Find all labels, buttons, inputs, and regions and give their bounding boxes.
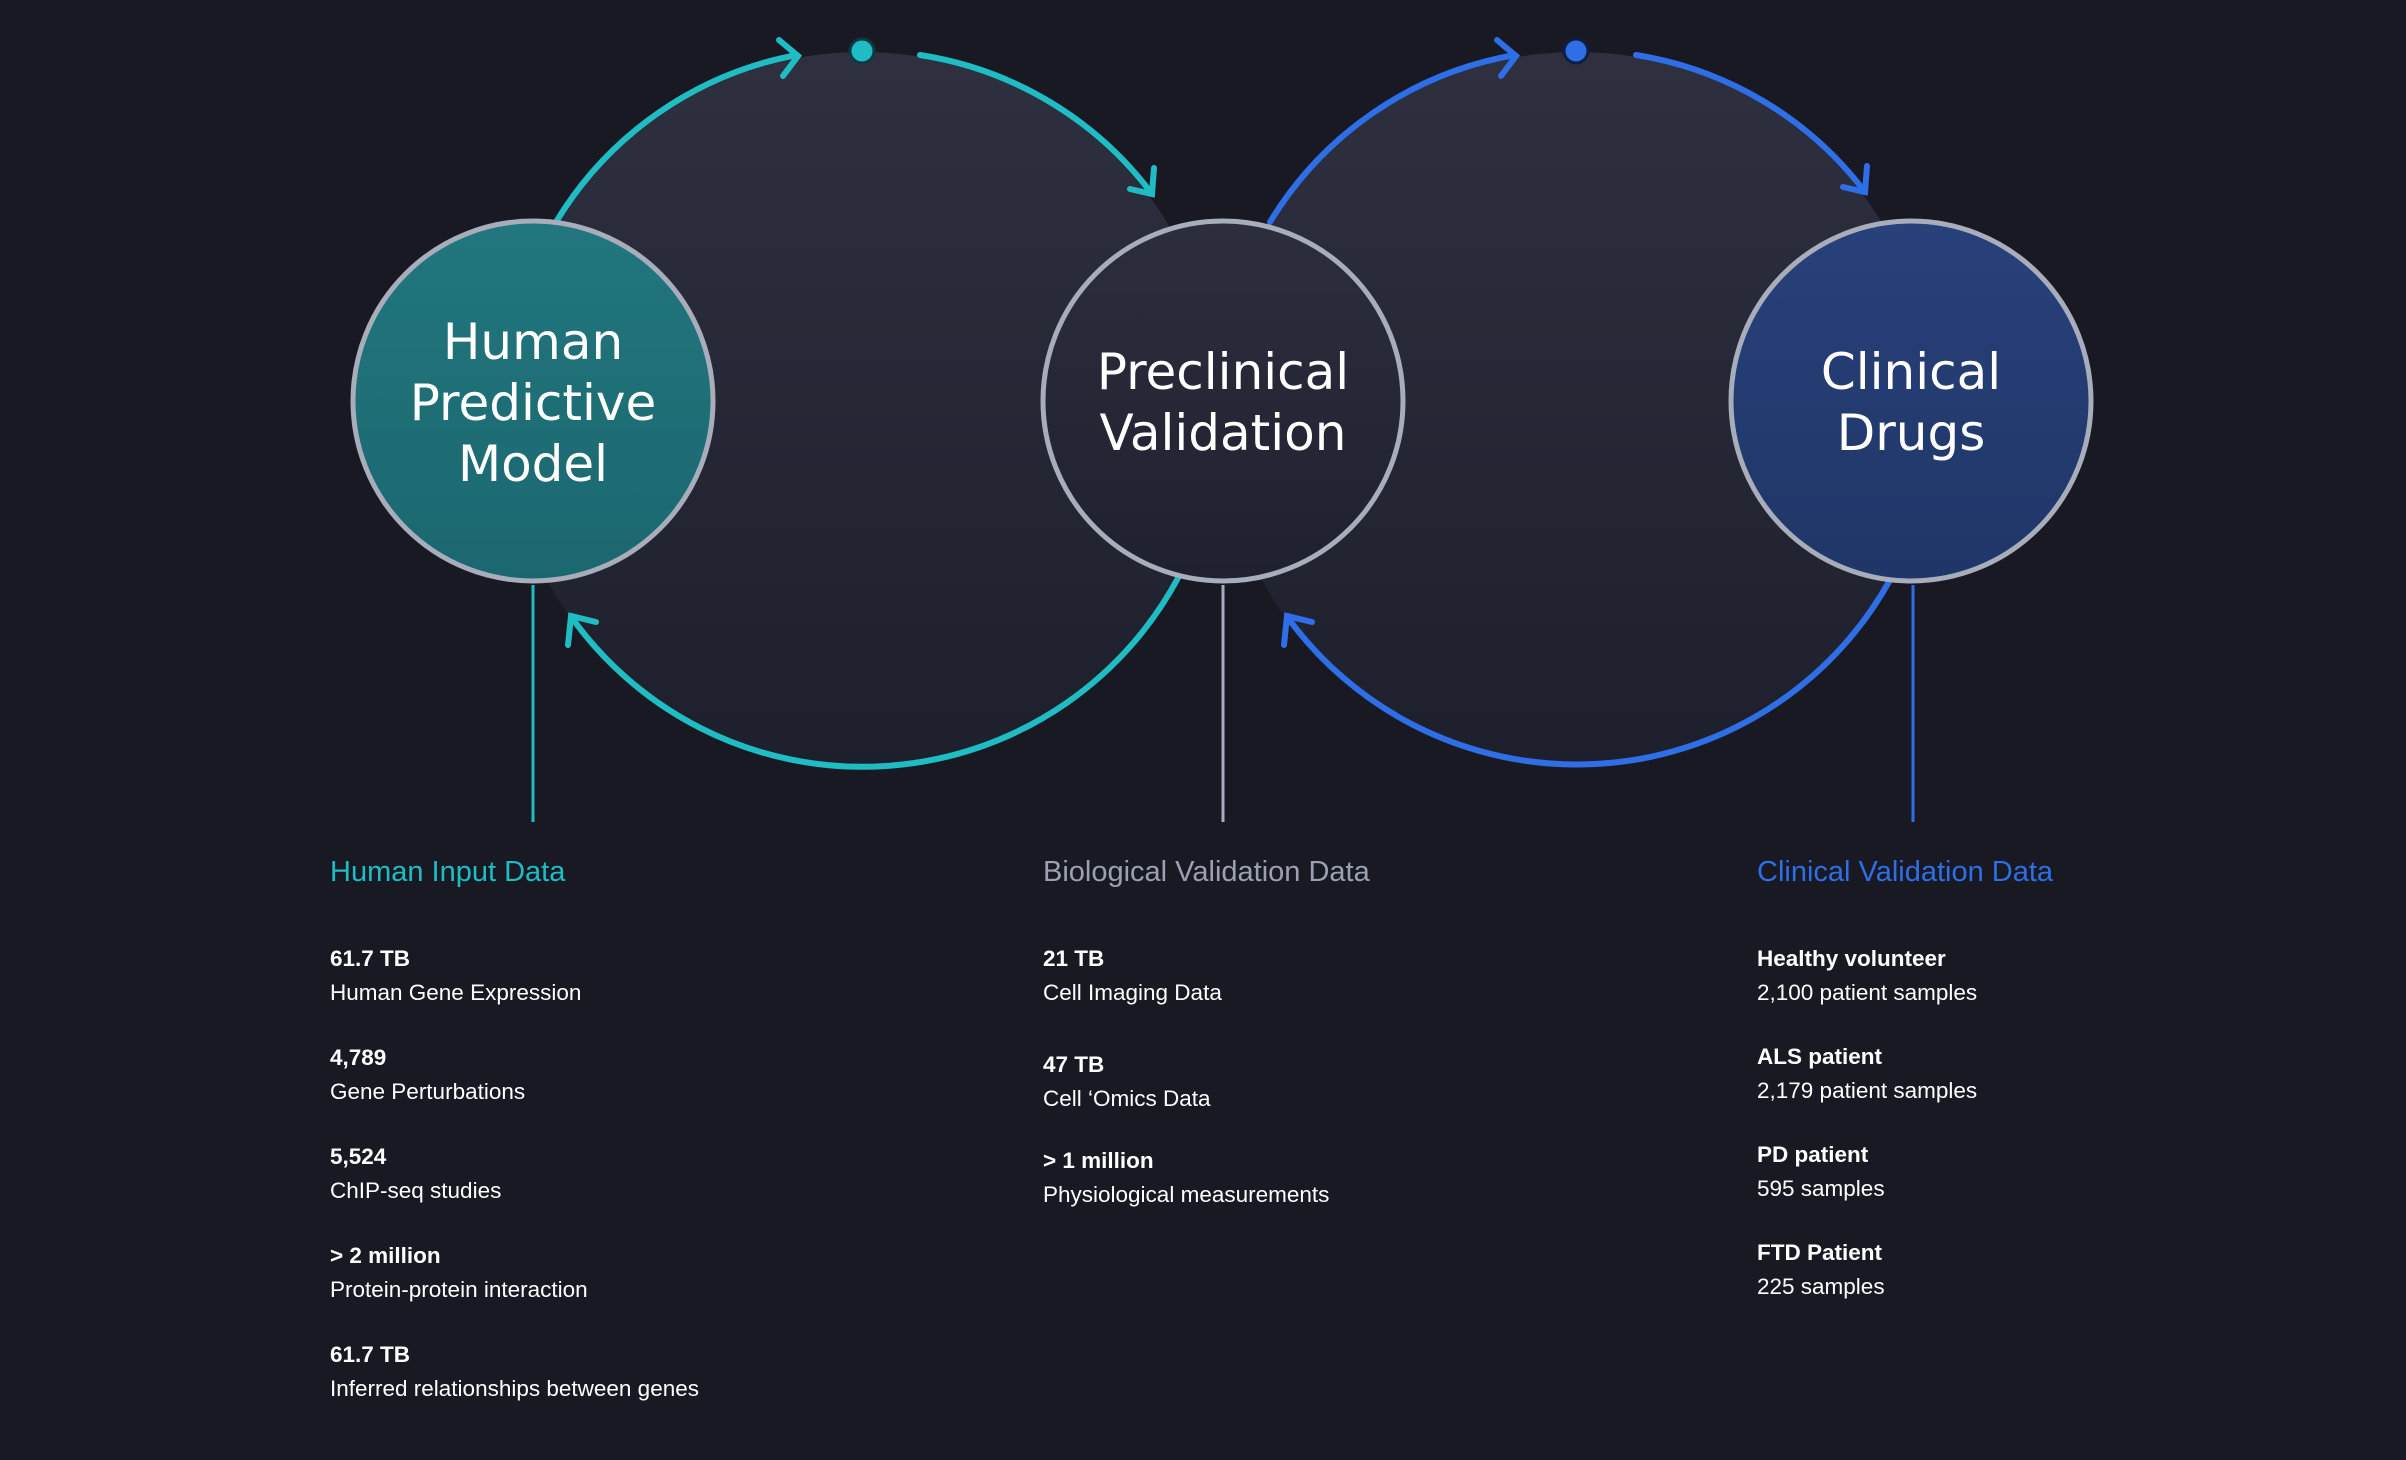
stat-item: > 2 million Protein-protein interaction bbox=[330, 1239, 970, 1307]
stat-label: Protein-protein interaction bbox=[330, 1277, 588, 1302]
stat-value: 5,524 bbox=[330, 1144, 387, 1169]
arrow-head-icon bbox=[1840, 163, 1870, 196]
node-label-line: Validation bbox=[1100, 404, 1347, 462]
stat-item: ALS patient 2,179 patient samples bbox=[1757, 1040, 2397, 1108]
stat-label: 2,179 patient samples bbox=[1757, 1078, 1978, 1103]
column-title: Clinical Validation Data bbox=[1757, 856, 2054, 888]
node-clinical-drugs[interactable]: Clinical Drugs bbox=[1728, 218, 2094, 584]
stat-label: Human Gene Expression bbox=[330, 980, 582, 1005]
stat-label: ChIP-seq studies bbox=[330, 1178, 502, 1203]
stat-value: 4,789 bbox=[330, 1045, 387, 1070]
cycle-arrows-icon bbox=[1267, 37, 1893, 768]
column-human-input-data: Human Input Data 61.7 TB Human Gene Expr… bbox=[330, 852, 970, 1437]
node-label-line: Human bbox=[443, 313, 623, 371]
stat-value: FTD Patient bbox=[1757, 1240, 1883, 1265]
stat-item: 4,789 Gene Perturbations bbox=[330, 1041, 970, 1109]
stat-label: Cell Imaging Data bbox=[1043, 980, 1222, 1005]
node-preclinical-validation[interactable]: Preclinical Validation bbox=[1040, 218, 1406, 584]
arrow-head-icon bbox=[776, 37, 803, 79]
cycle-dot-icon bbox=[848, 37, 876, 65]
stat-value: 21 TB bbox=[1043, 946, 1105, 971]
stat-label: 225 samples bbox=[1757, 1274, 1885, 1299]
stat-item: > 1 million Physiological measurements bbox=[1043, 1144, 1683, 1212]
stat-value: > 2 million bbox=[330, 1243, 441, 1268]
cycle-arrows-icon bbox=[553, 37, 1181, 770]
cycle-arc-bottom bbox=[1285, 577, 1893, 768]
cycle-arc-bottom bbox=[569, 575, 1181, 770]
stat-label: Physiological measurements bbox=[1043, 1182, 1330, 1207]
node-label-line: Model bbox=[458, 435, 608, 493]
arrow-head-icon bbox=[1281, 612, 1315, 648]
node-label-line: Preclinical bbox=[1097, 343, 1349, 401]
stat-label: 2,100 patient samples bbox=[1757, 980, 1978, 1005]
node-label-line: Drugs bbox=[1837, 404, 1986, 462]
arrow-head-icon bbox=[565, 612, 599, 648]
cycle-arc-top-left bbox=[1267, 52, 1518, 225]
cycle-arc-top-right bbox=[917, 52, 1155, 197]
stat-item: 21 TB Cell Imaging Data bbox=[1043, 942, 1683, 1010]
stat-label: Cell ‘Omics Data bbox=[1043, 1086, 1211, 1111]
stat-label: Inferred relationships between genes bbox=[330, 1376, 699, 1401]
cycle-background-left bbox=[504, 52, 1220, 768]
stat-value: > 1 million bbox=[1043, 1148, 1154, 1173]
node-human-predictive-model[interactable]: Human Predictive Model bbox=[350, 218, 716, 584]
stat-value: Healthy volunteer bbox=[1757, 946, 1946, 971]
stat-value: 61.7 TB bbox=[330, 1342, 411, 1367]
stat-item: FTD Patient 225 samples bbox=[1757, 1236, 2397, 1304]
stat-label: Gene Perturbations bbox=[330, 1079, 526, 1104]
node-label-line: Clinical bbox=[1821, 343, 2001, 401]
node-label-line: Predictive bbox=[410, 374, 656, 432]
column-biological-validation-data: Biological Validation Data 21 TB Cell Im… bbox=[1043, 852, 1683, 1240]
stat-item: 5,524 ChIP-seq studies bbox=[330, 1140, 970, 1208]
column-clinical-validation-data: Clinical Validation Data Healthy volunte… bbox=[1757, 852, 2397, 1334]
arrow-head-icon bbox=[1494, 37, 1521, 79]
cycle-arc-top-left bbox=[553, 52, 800, 225]
cycle-dot-icon bbox=[1562, 37, 1590, 65]
stat-item: Healthy volunteer 2,100 patient samples bbox=[1757, 942, 2397, 1010]
stat-value: 47 TB bbox=[1043, 1052, 1105, 1077]
cycle-arc-top-right bbox=[1633, 52, 1868, 195]
stat-item: 61.7 TB Human Gene Expression bbox=[330, 942, 970, 1010]
stat-value: ALS patient bbox=[1757, 1044, 1883, 1069]
column-title: Biological Validation Data bbox=[1043, 856, 1370, 888]
stat-value: PD patient bbox=[1757, 1142, 1869, 1167]
stat-item: 47 TB Cell ‘Omics Data bbox=[1043, 1048, 1683, 1116]
stat-item: PD patient 595 samples bbox=[1757, 1138, 2397, 1206]
stat-item: 61.7 TB Inferred relationships between g… bbox=[330, 1338, 970, 1406]
column-title: Human Input Data bbox=[330, 856, 566, 888]
stat-label: 595 samples bbox=[1757, 1176, 1885, 1201]
stat-value: 61.7 TB bbox=[330, 946, 411, 971]
arrow-head-icon bbox=[1127, 165, 1157, 198]
cycle-background-right bbox=[1219, 52, 1935, 768]
